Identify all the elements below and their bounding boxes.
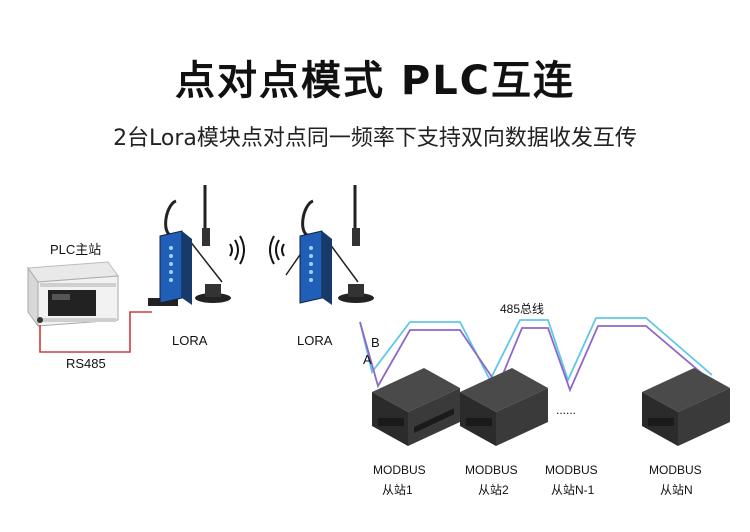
slave-1-name: 从站1 (382, 483, 413, 497)
rs485-cable (39, 311, 152, 353)
lora-label-2: LORA (297, 333, 333, 348)
lora-module-2 (285, 185, 374, 305)
slave-n1-name: 从站N-1 (551, 483, 595, 497)
slave-device-n (642, 368, 730, 446)
lora-label-1: LORA (172, 333, 208, 348)
slave-2-protocol: MODBUS (465, 463, 518, 477)
slave-device-1 (372, 368, 460, 446)
bus-line-a (359, 321, 713, 393)
plc-label: PLC主站 (50, 242, 101, 257)
bus-line-b (359, 317, 713, 383)
slave-n-name: 从站N (660, 483, 693, 497)
lora-module-1 (148, 185, 231, 306)
plc-master (27, 261, 119, 328)
signal-in-icon (269, 235, 285, 265)
slave-n1-protocol: MODBUS (545, 463, 598, 477)
page-title: 点对点模式 PLC互连 (174, 58, 576, 104)
slave-2-name: 从站2 (478, 483, 509, 497)
page-subtitle: 2台Lora模块点对点同一频率下支持双向数据收发互传 (113, 126, 637, 151)
rs485-label: RS485 (66, 356, 106, 371)
bus-ellipsis: ...... (556, 403, 576, 417)
bus-line-b-label: B (371, 335, 380, 350)
slave-1-protocol: MODBUS (373, 463, 426, 477)
bus-label: 485总线 (500, 302, 544, 316)
signal-out-icon (229, 235, 245, 265)
slave-n-protocol: MODBUS (649, 463, 702, 477)
slave-device-2 (460, 368, 548, 446)
bus-line-a-label: A (363, 352, 372, 367)
